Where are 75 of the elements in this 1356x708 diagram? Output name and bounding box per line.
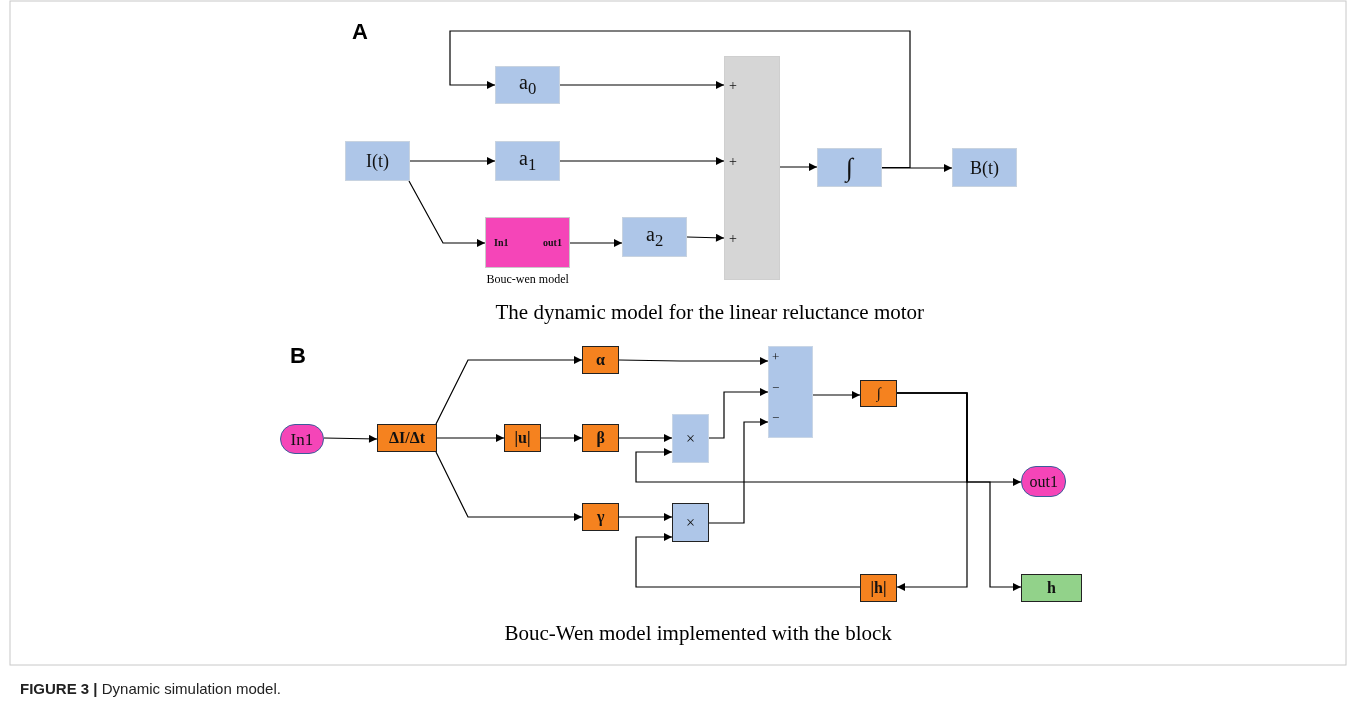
input-block [345,141,410,181]
block-label: out1 [1029,473,1058,490]
arrow [708,418,769,524]
gain-block [622,217,687,257]
gain-block [495,141,560,181]
port-label: out1 [543,238,562,248]
arrow [812,391,861,399]
panel-letter: B [290,345,306,367]
arrow [569,239,623,247]
arrow [708,388,769,439]
block-label: × [686,514,696,531]
arrow [635,533,861,588]
integrator-block [860,380,897,407]
block-label: ∫ [846,154,854,181]
port-label: In1 [494,238,509,248]
arrow [540,434,583,442]
sum-block [724,56,780,280]
arrow [559,157,725,165]
arrow [408,180,486,247]
outport-block [1021,466,1066,497]
block-label: a$_{0}$ [519,72,537,98]
arrow [559,81,725,89]
output-block [952,148,1017,187]
arrow [409,157,496,165]
sum-block [768,346,813,438]
block-label: β [596,430,605,446]
block-label: a$_{2}$ [646,224,664,250]
block-label: I(t) [366,152,389,170]
gain-block [582,346,619,374]
sign: − [772,410,780,424]
block-label: γ [597,509,605,525]
arrow [436,434,505,442]
arrow [449,30,911,169]
derivative-block [377,424,437,452]
panel-letter: A [352,21,368,43]
abs-block [504,424,541,452]
subsystem-block [485,217,570,268]
block-caption: Bouc-wen model [486,273,569,285]
block-label: α [596,352,605,368]
sign: + [772,349,780,363]
inport-block [280,424,324,454]
gain-block [495,66,560,104]
sign: − [772,380,780,394]
figure-caption: FIGURE 3 | Dynamic simulation model. [20,681,281,696]
block-label: ∫ [876,386,881,401]
sign: + [729,155,737,169]
arrow [435,451,583,521]
block-label: ΔI/Δt [389,430,426,446]
scope-block [1021,574,1082,602]
block-label: |h| [870,580,887,596]
abs-block [860,574,897,602]
sign: + [729,232,737,246]
block-label: |u| [514,430,531,446]
block-label: In1 [290,430,314,448]
gain-block [582,503,619,531]
block-label: B(t) [970,158,999,177]
integrator-block [817,148,882,187]
arrow [618,434,673,442]
arrow [323,434,378,443]
block-label: h [1047,580,1056,596]
block-label: × [686,430,696,447]
arrow [779,163,818,171]
product-block [672,414,709,463]
arrow [881,164,953,172]
sign: + [729,79,737,93]
product-block [672,503,709,542]
arrow [618,357,769,365]
arrow [435,356,583,425]
arrow [618,513,673,521]
gain-block [582,424,619,452]
panel-title: The dynamic model for the linear reluctance motor [495,302,925,323]
arrow [686,233,725,242]
panel-title: Bouc-Wen model implemented with the block [504,623,892,644]
block-label: a$_{1}$ [519,148,537,174]
arrow [635,392,968,483]
